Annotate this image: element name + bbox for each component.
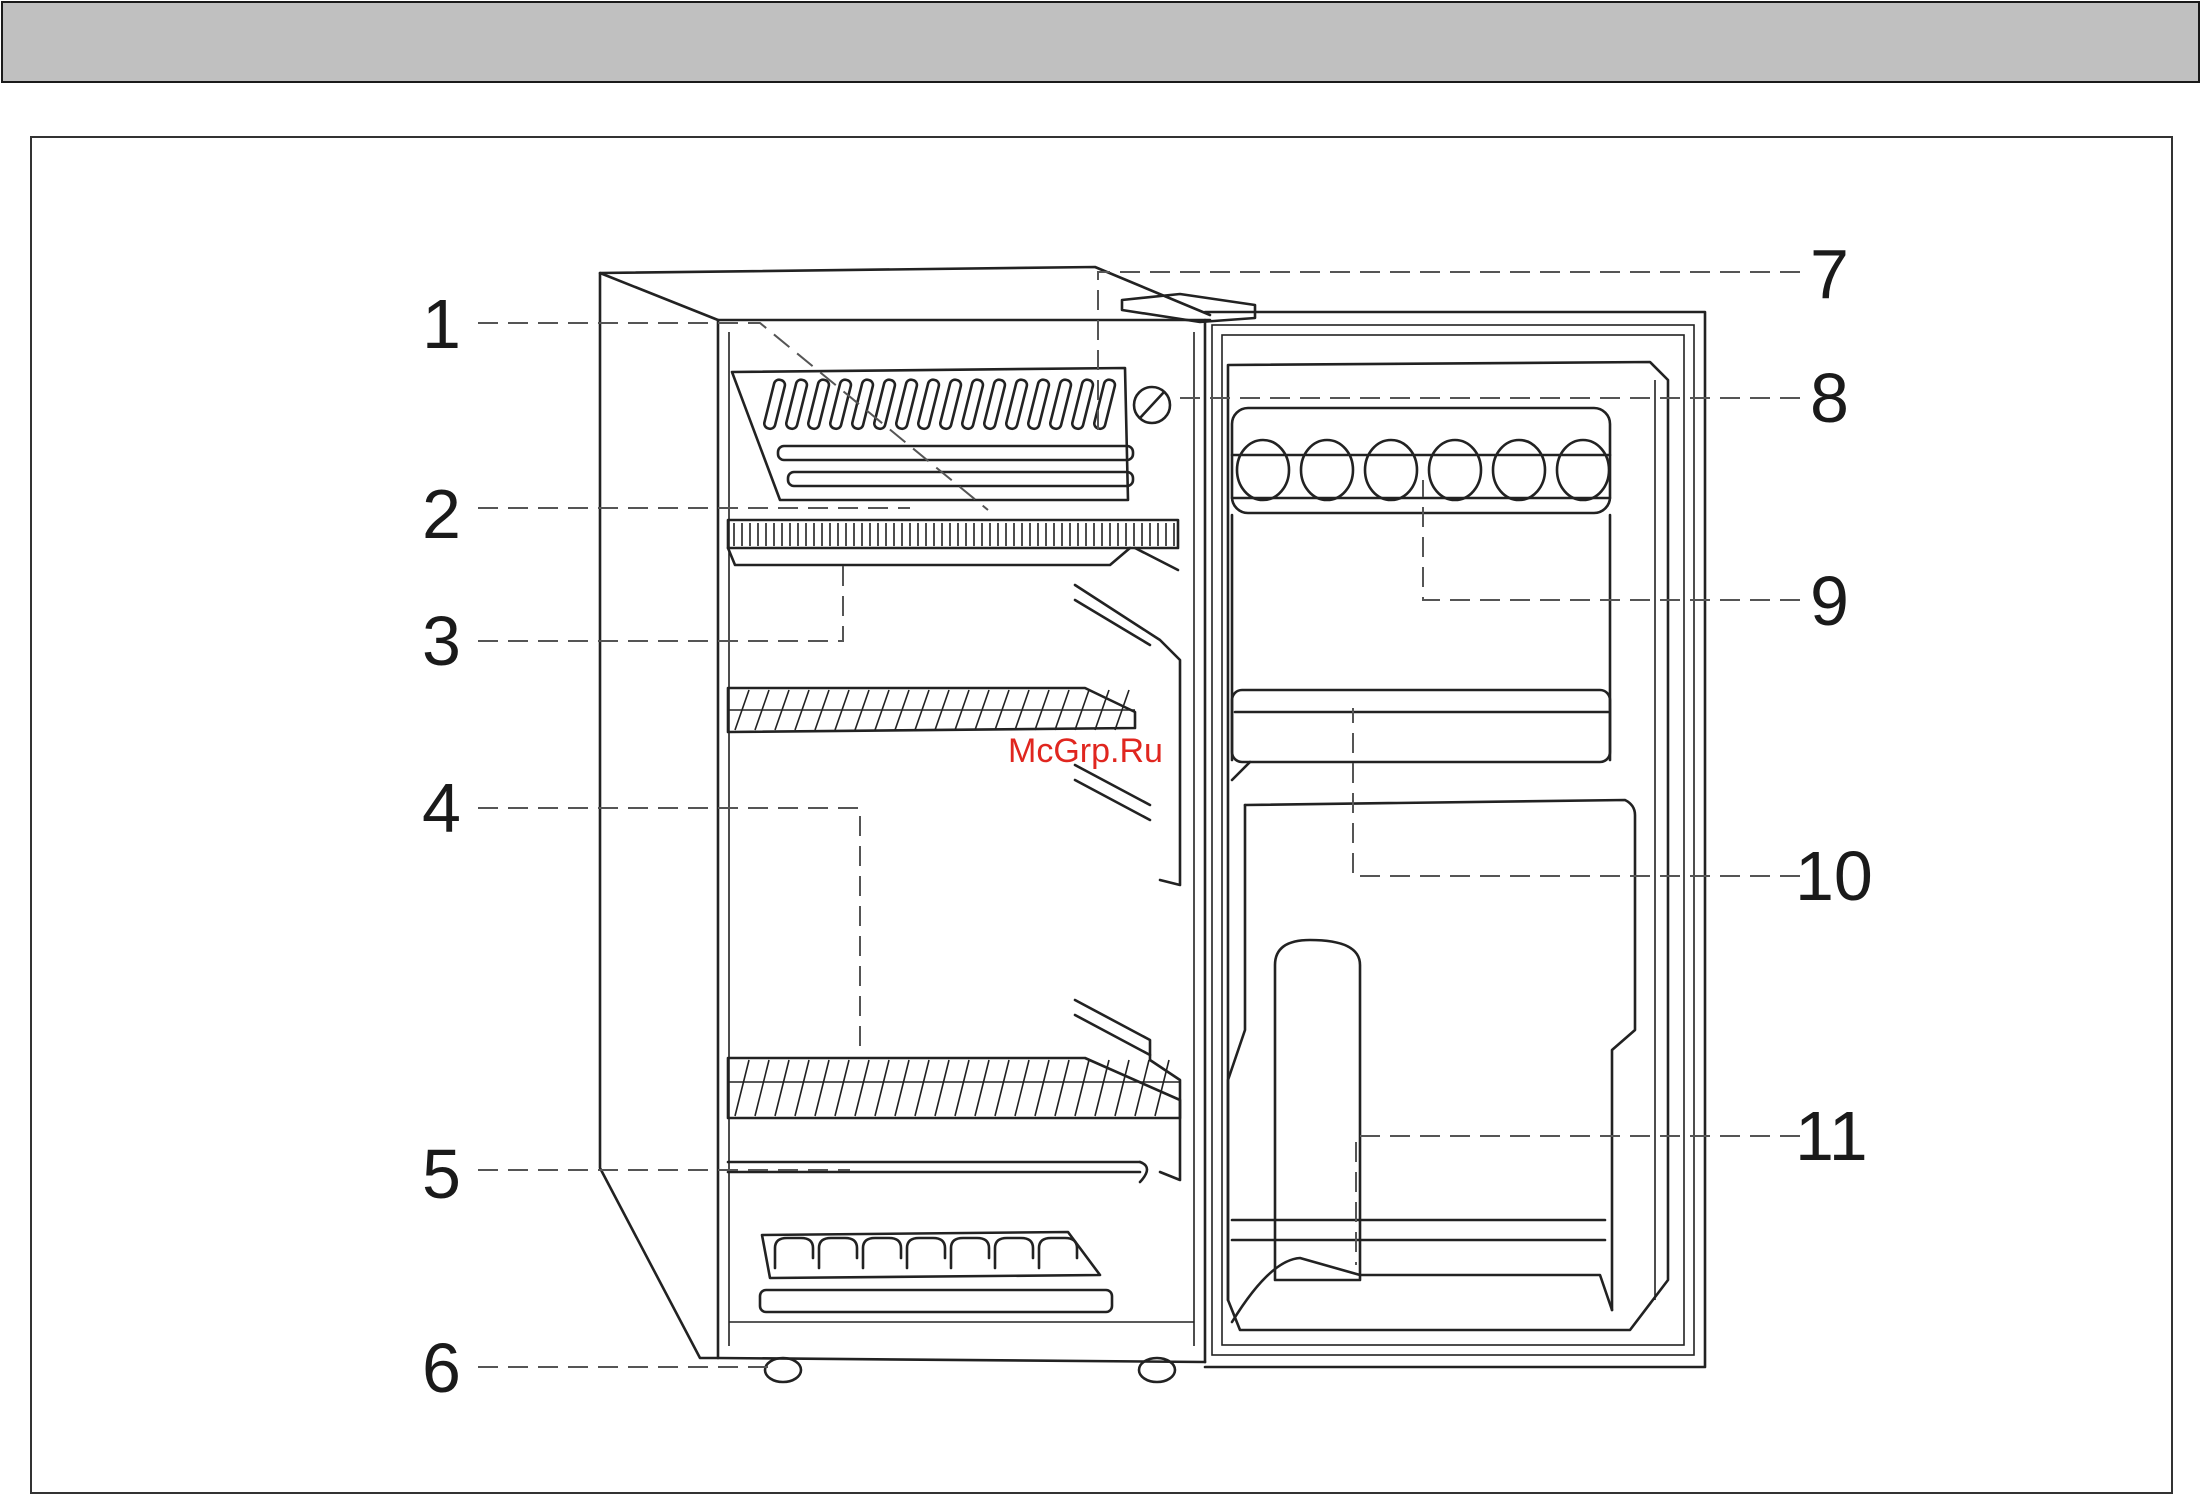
shelf-wire [1015, 1060, 1029, 1116]
shelf-wire [1075, 1060, 1089, 1116]
shelf-wire [855, 1060, 869, 1116]
callout-3: 3 [422, 602, 461, 680]
shelf-wire [795, 1060, 809, 1116]
vent-slot [1049, 379, 1072, 430]
vent-slot [763, 379, 786, 430]
refrigerator-door [1205, 312, 1705, 1367]
vent-slot [1005, 379, 1028, 430]
wire-shelf-lower [728, 1058, 1180, 1118]
vent-slot [829, 379, 852, 430]
tray-slot [995, 1238, 1033, 1268]
vent-slot [961, 379, 984, 430]
shelf-wire [1055, 1060, 1069, 1116]
shelf-wire [815, 1060, 829, 1116]
shelf-wire [915, 1060, 929, 1116]
wire-shelf-upper [728, 688, 1135, 732]
callout-6: 6 [422, 1329, 461, 1407]
shelf-wire [835, 1060, 849, 1116]
crisper-tray [729, 1232, 1194, 1322]
shelf-wire [875, 1060, 889, 1116]
shelf-wire [955, 1060, 969, 1116]
vent-slot [785, 379, 808, 430]
shelf-wire [775, 1060, 789, 1116]
vent-slot [807, 379, 830, 430]
shelf-wire [1115, 1060, 1129, 1116]
tray-slot [951, 1238, 989, 1268]
egg-cup [1557, 440, 1609, 500]
shelf-support [728, 1162, 1147, 1182]
vent-slot [939, 379, 962, 430]
refrigerator-cabinet [600, 267, 1255, 1362]
callout-8: 8 [1810, 359, 1849, 437]
egg-cup [1429, 440, 1481, 500]
shelf-wire [895, 1060, 909, 1116]
tray-slot [819, 1238, 857, 1268]
drip-tray [728, 520, 1178, 570]
shelf-wire [755, 1060, 769, 1116]
tray-slot [863, 1238, 901, 1268]
callout-7: 7 [1810, 235, 1849, 313]
shelf-wire [735, 1060, 749, 1116]
leader-lines [478, 272, 1800, 1367]
shelf-wire [995, 1060, 1009, 1116]
vent-slot [1093, 379, 1116, 430]
shelf-wire [935, 1060, 949, 1116]
egg-cup [1237, 440, 1289, 500]
shelf-wire [975, 1060, 989, 1116]
shelf-rails [1075, 585, 1180, 1180]
callout-9: 9 [1810, 562, 1849, 640]
tray-slot [775, 1238, 813, 1268]
callout-4: 4 [422, 769, 461, 847]
callout-10: 10 [1795, 837, 1873, 915]
callout-5: 5 [422, 1135, 461, 1213]
vent-slot [895, 379, 918, 430]
vent-slot [983, 379, 1006, 430]
shelf-wire [1095, 1060, 1109, 1116]
shelf-wire [1135, 1060, 1149, 1116]
callout-1: 1 [422, 285, 461, 363]
vent-slot [917, 379, 940, 430]
vent-slot [1071, 379, 1094, 430]
callout-2: 2 [422, 475, 461, 553]
tray-slot [1039, 1238, 1077, 1268]
shelf-wire [1035, 1060, 1049, 1116]
egg-cup [1493, 440, 1545, 500]
tray-slot [907, 1238, 945, 1268]
vent-slot [1027, 379, 1050, 430]
callout-11: 11 [1795, 1097, 1868, 1175]
vent-slot [873, 379, 896, 430]
egg-cup [1365, 440, 1417, 500]
egg-cup [1301, 440, 1353, 500]
watermark: McGrp.Ru [1008, 732, 1163, 770]
vent-slot [851, 379, 874, 430]
